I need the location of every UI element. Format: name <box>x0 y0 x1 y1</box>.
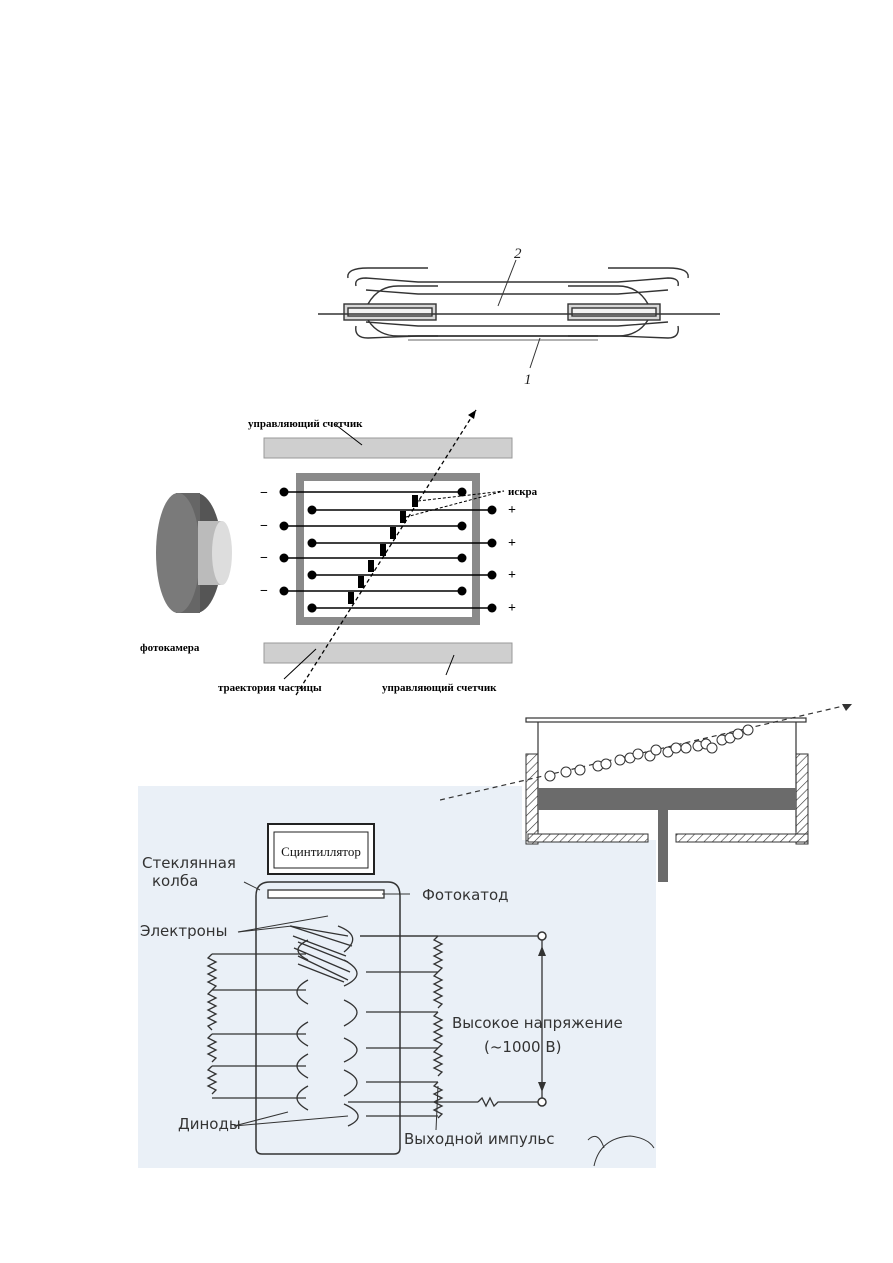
cloud-chamber-figure <box>439 698 860 888</box>
camera-label: фотокамера <box>140 642 200 654</box>
bottom-counter-label: управляющий счетчик <box>382 682 497 694</box>
top-control-counter <box>263 437 513 459</box>
particle-track <box>439 703 853 801</box>
dynodes-label: Диноды <box>178 1115 241 1133</box>
geiger-label-cathode: 1 <box>524 372 532 388</box>
photomultiplier-drawing: Сцинтиллятор <box>140 823 655 1167</box>
photocathode <box>267 889 385 899</box>
camera-icon <box>156 493 232 613</box>
minus-sign: − <box>260 519 268 534</box>
geiger-counter-drawing: 2 1 <box>318 246 720 388</box>
scintillator-label: Сцинтиллятор <box>281 844 361 859</box>
particle-trajectory <box>295 409 477 696</box>
electrons-label: Электроны <box>140 922 227 940</box>
spark-label: искра <box>508 486 538 498</box>
trajectory-label: траектория частицы <box>218 682 322 694</box>
glass-bulb-label-line2: колба <box>152 872 198 890</box>
high-voltage-label-line2: (~1000 В) <box>484 1038 562 1056</box>
minus-sign: − <box>260 551 268 566</box>
piston-rod <box>658 810 668 882</box>
geiger-label-anode: 2 <box>514 246 522 262</box>
plus-sign: + <box>508 536 516 551</box>
plus-sign: + <box>508 503 516 518</box>
minus-sign: − <box>260 486 268 501</box>
glass-bulb-label-line1: Стеклянная <box>142 854 236 872</box>
cloud-chamber-drawing <box>439 703 853 882</box>
spark-chamber-drawing: − − − − + + + + управляющий счетчик искр… <box>140 409 538 696</box>
spark-chamber-figure: − − − − + + + + управляющий счетчик искр… <box>136 405 566 705</box>
minus-sign: − <box>260 584 268 599</box>
photocathode-label: Фотокатод <box>422 886 509 904</box>
output-pulse-label: Выходной импульс <box>404 1130 554 1148</box>
geiger-counter-figure: 2 1 <box>318 238 720 416</box>
glass-bulb <box>255 881 401 1155</box>
high-voltage-label-line1: Высокое напряжение <box>452 1014 623 1032</box>
bottom-control-counter <box>263 642 513 664</box>
piston <box>538 788 796 810</box>
top-counter-label: управляющий счетчик <box>248 418 363 430</box>
photomultiplier-figure: Сцинтиллятор <box>138 786 656 1168</box>
plus-sign: + <box>508 568 516 583</box>
plus-sign: + <box>508 601 516 616</box>
